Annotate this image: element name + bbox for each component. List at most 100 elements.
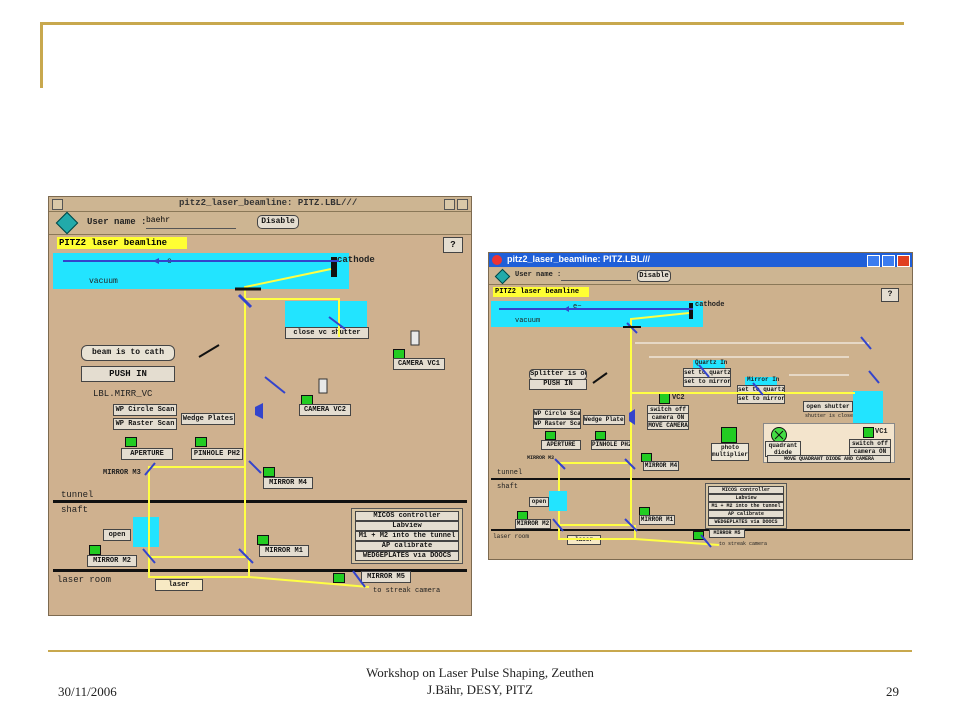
- left-pinhole-status: [195, 437, 207, 447]
- left-menu-m1m2-tunnel[interactable]: M1 + M2 into the tunnel: [355, 531, 459, 541]
- right-menu-micos[interactable]: MICOS controller: [708, 486, 784, 494]
- left-menu-ap-calibrate[interactable]: AP calibrate: [355, 541, 459, 551]
- footer-page-number: 29: [886, 684, 899, 699]
- right-mirror-quartz: [698, 364, 710, 378]
- left-streak-camera-label: to streak camera: [373, 587, 441, 595]
- left-laser-button[interactable]: laser: [155, 579, 203, 591]
- right-laser-room-label: laser room: [493, 533, 530, 540]
- right-laser-to-cathode: [630, 312, 690, 327]
- right-move-camera-button[interactable]: MOVE CAMERA: [647, 421, 689, 430]
- right-wp-raster-scan-button[interactable]: WP Raster Scan: [533, 419, 581, 429]
- right-open-button[interactable]: open: [529, 497, 549, 507]
- left-vacuum-pipe: [53, 253, 349, 289]
- left-close-vc-shutter-button[interactable]: close vc shutter: [285, 327, 369, 339]
- left-maximize-icon[interactable]: [457, 199, 468, 210]
- left-menu-micos[interactable]: MICOS controller: [355, 511, 459, 521]
- left-tunnel-wall: [53, 500, 467, 503]
- right-set-to-mirror-button-2[interactable]: set to mirror: [737, 394, 785, 404]
- right-user-label: User name :: [515, 271, 562, 279]
- left-push-in-button[interactable]: PUSH IN: [81, 366, 175, 382]
- right-wp-circle-scan-button[interactable]: WP Circle Scan: [533, 409, 581, 419]
- right-menu-ap-calibrate[interactable]: AP calibrate: [708, 510, 784, 518]
- right-shaft-elevator: [549, 491, 567, 511]
- right-mirror-m3-label: MIRROR M3: [527, 455, 555, 461]
- left-aperture-button[interactable]: APERTURE: [121, 448, 173, 460]
- right-maximize-icon[interactable]: [882, 255, 895, 267]
- left-mirror-diag-2: [328, 316, 346, 330]
- left-wedge-plates-button[interactable]: Wedge Plates: [181, 413, 235, 425]
- footer-divider: [48, 650, 912, 652]
- right-streak-camera-label: to streak camera: [719, 541, 768, 547]
- left-mirror-m5-symbol: [352, 570, 366, 588]
- left-wp-circle-scan-button[interactable]: WP Circle Scan: [113, 404, 177, 416]
- left-window-menu-icon[interactable]: [52, 199, 63, 210]
- right-quadrant-label: quadrant: [768, 442, 798, 449]
- left-shaft-label: shaft: [61, 505, 89, 515]
- left-mirror-m4-button[interactable]: MIRROR M4: [263, 477, 313, 489]
- right-cathode-block: [689, 303, 693, 319]
- right-aperture-button[interactable]: APERTURE: [541, 440, 581, 450]
- right-tools-menu: MICOS controller Labview M1 + M2 into th…: [705, 483, 787, 529]
- right-menu-wedgeplates[interactable]: WEDGEPLATES via DOOCS: [708, 518, 784, 526]
- left-mirror-m1-symbol: [238, 548, 254, 564]
- left-menu-labview[interactable]: Labview: [355, 521, 459, 531]
- left-laser-room-path: [148, 557, 250, 578]
- right-menu-m1m2-tunnel[interactable]: M1 + M2 into the tunnel: [708, 502, 784, 510]
- left-mirror-m3-label: MIRROR M3: [103, 469, 141, 477]
- left-laser-room-label: laser room: [57, 575, 112, 585]
- right-mirror-label-box: [745, 377, 777, 385]
- left-laser-lower-loop: [148, 467, 246, 558]
- right-window-title: pitz2_laser_beamline: PITZ.LBL///: [507, 254, 651, 264]
- left-device-name: LBL.MIRR_VC: [93, 389, 153, 399]
- left-window-title: pitz2_laser_beamline: PITZ.LBL///: [179, 198, 358, 208]
- footer-center: Workshop on Laser Pulse Shaping, Zeuthen…: [280, 664, 680, 698]
- right-photo-label: photo: [720, 444, 739, 451]
- right-laser-to-m5: [634, 538, 720, 546]
- left-disable-button[interactable]: Disable: [257, 215, 299, 229]
- right-push-in-button[interactable]: PUSH IN: [529, 379, 587, 390]
- left-mirror-m1-button[interactable]: MIRROR M1: [259, 545, 309, 557]
- left-camera-vc1-icon: [410, 330, 420, 346]
- right-wedge-plates-button[interactable]: Wedge Plates: [583, 415, 625, 425]
- slide-frame-top: [40, 22, 904, 25]
- right-vc2-label: VC2: [672, 394, 685, 402]
- right-mirror-m2-button[interactable]: MIRROR M2: [515, 519, 551, 529]
- right-move-quadrant-button[interactable]: MOVE QUADRANT DIODE AND CAMERA: [767, 455, 891, 463]
- left-wp-raster-scan-button[interactable]: WP Raster Scan: [113, 418, 177, 430]
- right-vc1-label: VC1: [875, 428, 888, 436]
- left-menu-wedgeplates[interactable]: WEDGEPLATES via DOOCS: [355, 551, 459, 561]
- left-titlebar: pitz2_laser_beamline: PITZ.LBL///: [49, 197, 471, 212]
- right-user-field[interactable]: [561, 271, 631, 281]
- left-mirror-m2-button[interactable]: MIRROR M2: [87, 555, 137, 567]
- right-vacuum-pipe: [491, 301, 703, 327]
- left-beam-state-text: beam is to cath: [91, 348, 164, 357]
- left-camera-vc2-button[interactable]: CAMERA VC2: [299, 404, 351, 416]
- right-minimize-icon[interactable]: [867, 255, 880, 267]
- right-header-bar: User name : Disable: [489, 268, 912, 285]
- left-shaft-elevator: [133, 517, 159, 547]
- right-laser-room-wall: [491, 529, 910, 531]
- left-mirror-m5-button[interactable]: MIRROR M5: [361, 571, 411, 583]
- left-beam-state: beam is to cath: [81, 345, 175, 361]
- right-disable-button[interactable]: Disable: [637, 270, 671, 282]
- left-wedge-plate-symbol: [255, 403, 263, 419]
- left-camera-vc1-button[interactable]: CAMERA VC1: [393, 358, 445, 370]
- right-mirror-m4-button[interactable]: MIRROR M4: [643, 461, 679, 471]
- right-menu-labview[interactable]: Labview: [708, 494, 784, 502]
- right-mirror-m1-button[interactable]: MIRROR M1: [639, 515, 675, 525]
- left-minimize-icon[interactable]: [444, 199, 455, 210]
- left-open-button[interactable]: open: [103, 529, 131, 541]
- right-help-button[interactable]: ?: [881, 288, 899, 302]
- right-mirror-upper-right: [860, 336, 872, 350]
- right-mirror-m5-button[interactable]: MIRROR M5: [709, 529, 745, 538]
- right-mirror-vc1: [868, 370, 880, 384]
- right-close-icon[interactable]: [897, 255, 910, 267]
- left-electron-arrow: [153, 258, 159, 264]
- left-pinhole-button[interactable]: PINHOLE PH2: [191, 448, 243, 460]
- left-laser-shutter-path: [245, 298, 340, 337]
- left-help-button[interactable]: ?: [443, 237, 463, 253]
- right-set-to-mirror-button-1[interactable]: set to mirror: [683, 377, 731, 387]
- left-user-field[interactable]: baehr: [146, 216, 236, 229]
- right-open-shutter-button[interactable]: open shutter: [803, 401, 853, 412]
- right-photomultiplier-box: photo multiplier: [711, 443, 749, 461]
